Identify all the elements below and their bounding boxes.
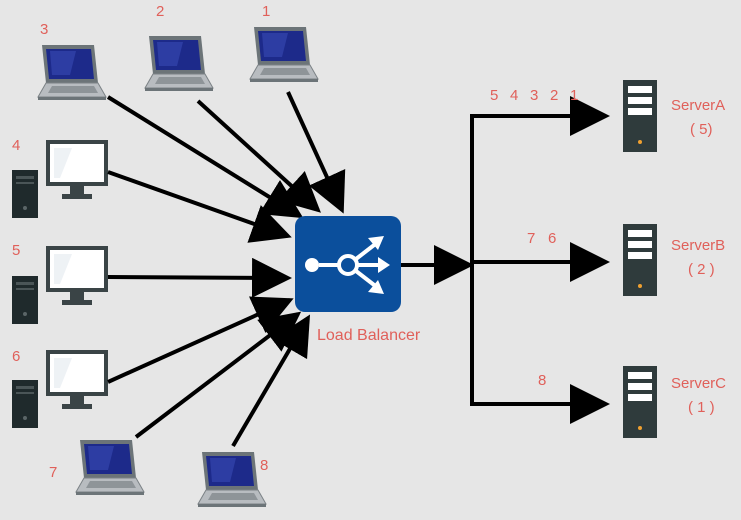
arrow-client-3 [106, 95, 304, 219]
client-2-laptop-icon [144, 35, 214, 92]
server-b-name: ServerB [671, 237, 725, 254]
server-b-count: ( 2 ) [688, 261, 715, 278]
client-8-laptop-icon [197, 451, 267, 508]
server-a-request-2: 4 [510, 87, 518, 104]
server-b-icon [623, 224, 657, 296]
server-b-request-1: 7 [527, 230, 535, 247]
server-c-count: ( 1 ) [688, 399, 715, 416]
server-a-count: ( 5) [690, 121, 713, 138]
arrow-client-5 [107, 257, 292, 298]
client-4-label: 4 [12, 137, 20, 154]
client-5-desktop-icon [12, 246, 108, 324]
client-3-label: 3 [40, 21, 48, 38]
server-c-request-1: 8 [538, 372, 546, 389]
arrow-client-1 [286, 91, 346, 214]
client-1-laptop-icon [249, 26, 319, 83]
arrow-client-4 [107, 170, 292, 243]
server-a-name: ServerA [671, 97, 725, 114]
load-balancer-icon [295, 216, 401, 312]
client-4-desktop-icon [12, 140, 108, 218]
load-balancer-label: Load Balancer [317, 327, 421, 344]
server-a-icon [623, 80, 657, 152]
client-2-label: 2 [156, 3, 164, 20]
client-6-label: 6 [12, 348, 20, 365]
server-c-name: ServerC [671, 375, 726, 392]
client-5-label: 5 [12, 242, 20, 259]
client-7-laptop-icon [75, 439, 145, 496]
server-b-request-2: 6 [548, 230, 556, 247]
server-a-request-5: 1 [570, 87, 578, 104]
server-c-icon [623, 366, 657, 438]
client-3-laptop-icon [37, 44, 107, 101]
client-1-label: 1 [262, 3, 270, 20]
arrow-client-7 [134, 311, 302, 439]
server-a-request-3: 3 [530, 87, 538, 104]
server-a-request-4: 2 [550, 87, 558, 104]
arrow-client-8 [231, 314, 311, 448]
client-8-label: 8 [260, 457, 268, 474]
client-6-desktop-icon [12, 350, 108, 428]
server-a-request-1: 5 [490, 87, 498, 104]
client-7-label: 7 [49, 464, 57, 481]
